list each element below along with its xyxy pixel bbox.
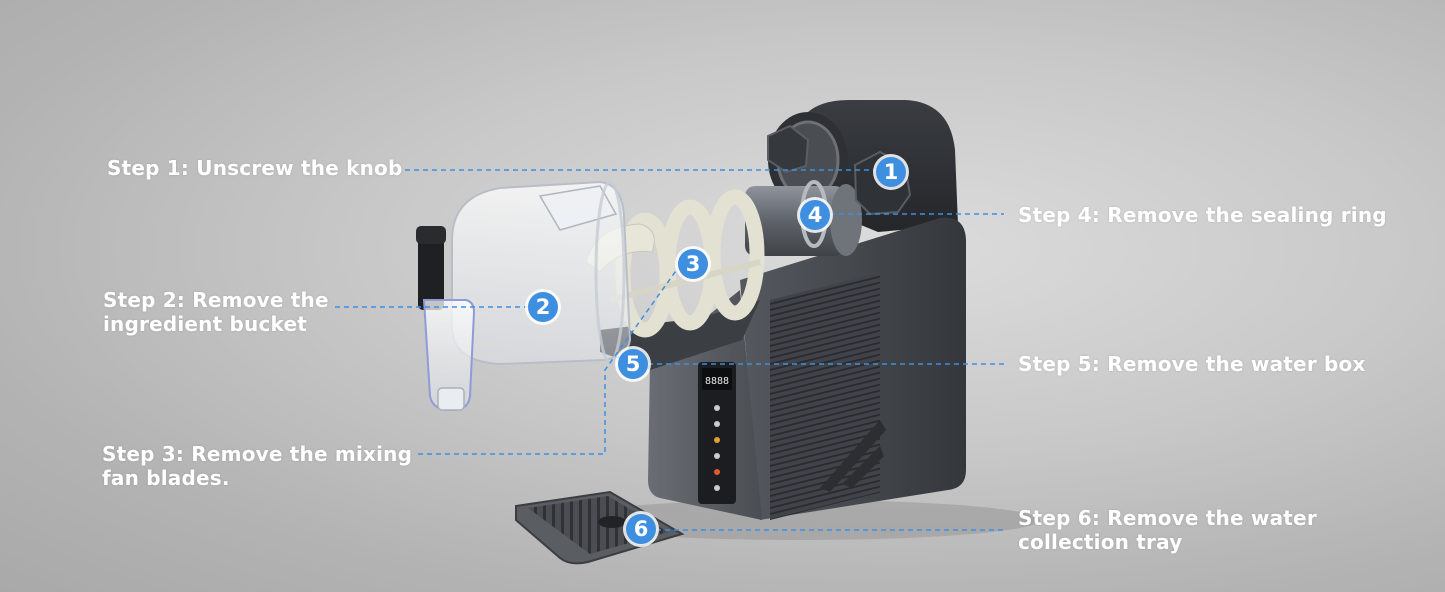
grille-diagonal-accent	[820, 420, 886, 492]
panel-button-5[interactable]	[714, 469, 720, 475]
step-4-badge[interactable]: 4	[800, 200, 830, 230]
step-6-badge[interactable]: 6	[626, 514, 656, 544]
grille-diagonal-accent-2	[842, 446, 884, 488]
panel-button-2[interactable]	[714, 421, 720, 427]
step-4-label: Step 4: Remove the sealing ring	[1018, 203, 1387, 227]
panel-button-4[interactable]	[714, 453, 720, 459]
step-3-label-line-1: Step 3: Remove the mixing	[102, 442, 413, 466]
shaft-collar	[830, 184, 862, 256]
panel-readout: 8888	[705, 376, 729, 387]
leader-line-3	[418, 267, 679, 455]
step-1-label: Step 1: Unscrew the knob	[107, 156, 403, 180]
dispensing-spout	[422, 299, 476, 411]
panel-button-6[interactable]	[714, 485, 720, 491]
dispense-handle[interactable]	[418, 228, 444, 310]
step-4-label-line-1: Step 4: Remove the sealing ring	[1018, 203, 1387, 227]
step-2-label-line-1: Step 2: Remove the	[103, 288, 329, 312]
step-1-badge[interactable]: 1	[876, 157, 906, 187]
step-3-label-line-2: fan blades.	[102, 466, 230, 490]
ingredient-bucket[interactable]	[451, 180, 632, 366]
mixing-fan-blades[interactable]	[615, 189, 765, 338]
step-5-label: Step 5: Remove the water box	[1018, 352, 1366, 376]
spout-tip	[437, 387, 465, 411]
step-6-label-line-1: Step 6: Remove the water	[1018, 506, 1317, 530]
rear-knob	[767, 124, 810, 174]
step-6-label-line-2: collection tray	[1018, 530, 1183, 554]
handle-cap	[416, 226, 446, 244]
panel-button-3[interactable]	[714, 437, 720, 443]
step-6-label: Step 6: Remove the water collection tray	[1018, 506, 1317, 554]
step-2-label-line-2: ingredient bucket	[103, 312, 308, 336]
step-5-badge[interactable]: 5	[618, 349, 648, 379]
blade-shaft	[609, 259, 761, 303]
step-2-label: Step 2: Remove the ingredient bucket	[103, 288, 329, 336]
step-1-label-line-1: Step 1: Unscrew the knob	[107, 156, 403, 180]
leader-lines	[335, 169, 1004, 531]
bucket-lid-ridge	[538, 185, 618, 231]
panel-button-1[interactable]	[714, 405, 720, 411]
step-3-label: Step 3: Remove the mixing fan blades.	[102, 442, 412, 490]
step-3-badge[interactable]: 3	[678, 249, 708, 279]
step-5-label-line-1: Step 5: Remove the water box	[1018, 352, 1366, 376]
panel-screen	[702, 368, 732, 390]
step-2-badge[interactable]: 2	[528, 292, 558, 322]
control-panel	[698, 362, 736, 504]
tray-drain	[598, 516, 626, 528]
